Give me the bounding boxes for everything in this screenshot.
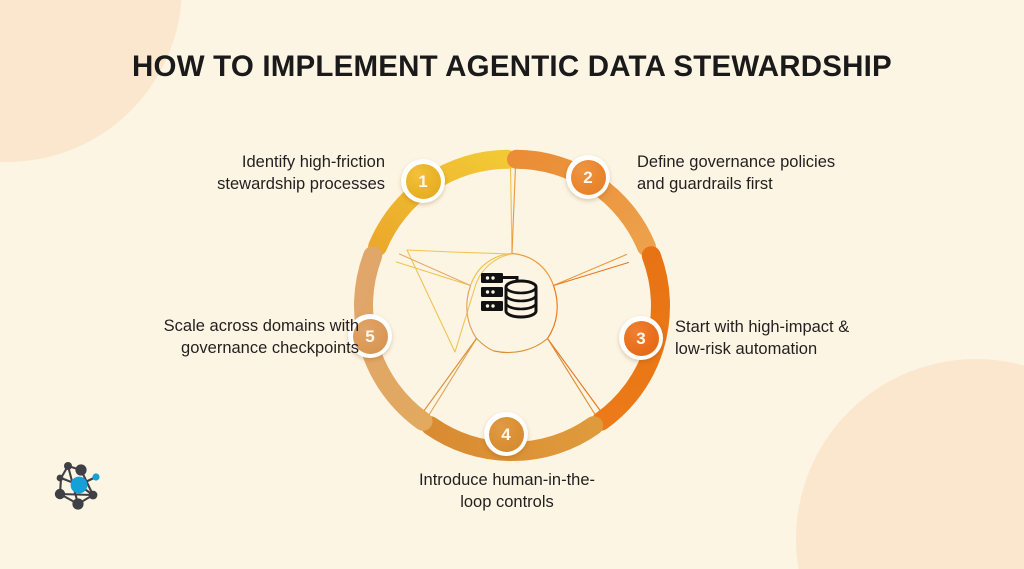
step-badge-1[interactable]: 1 — [401, 159, 445, 203]
step-number-4: 4 — [488, 416, 524, 452]
step-label-5-line-2: governance checkpoints — [181, 339, 359, 358]
step-label-1: Identify high-friction stewardship proce… — [150, 151, 385, 196]
step-label-3-line-2: low-risk automation — [675, 340, 818, 359]
step-label-5: Scale across domains with governance che… — [104, 315, 359, 360]
network-graph-logo — [48, 454, 110, 516]
decorative-blob-bottom-right — [796, 359, 1024, 569]
step-label-3: Start with high-impact & low-risk automa… — [675, 316, 920, 361]
step-label-1-line-2: stewardship processes — [217, 175, 385, 194]
step-badge-4[interactable]: 4 — [484, 412, 528, 456]
step-number-5: 5 — [352, 318, 388, 354]
server-database-icon — [480, 269, 544, 321]
step-label-2: Define governance policies and guardrail… — [637, 151, 887, 196]
step-badge-2[interactable]: 2 — [566, 155, 610, 199]
step-label-5-line-1: Scale across domains with — [163, 317, 359, 335]
step-badge-5[interactable]: 5 — [348, 314, 392, 358]
step-number-3: 3 — [623, 320, 659, 356]
step-number-1: 1 — [405, 163, 441, 199]
step-label-3-line-1: Start with high-impact & — [675, 318, 850, 336]
page-title: HOW TO IMPLEMENT AGENTIC DATA STEWARDSHI… — [132, 50, 892, 83]
step-label-4: Introduce human-in-the- loop controls — [382, 469, 632, 514]
step-label-4-line-1: Introduce human-in-the- — [418, 471, 596, 489]
step-label-2-line-2: and guardrails first — [637, 175, 773, 194]
step-label-4-line-2: loop controls — [460, 493, 554, 512]
step-number-2: 2 — [570, 159, 606, 195]
step-label-2-line-1: Define governance policies — [637, 153, 836, 171]
step-label-1-line-1: Identify high-friction — [241, 153, 385, 171]
step-badge-3[interactable]: 3 — [619, 316, 663, 360]
